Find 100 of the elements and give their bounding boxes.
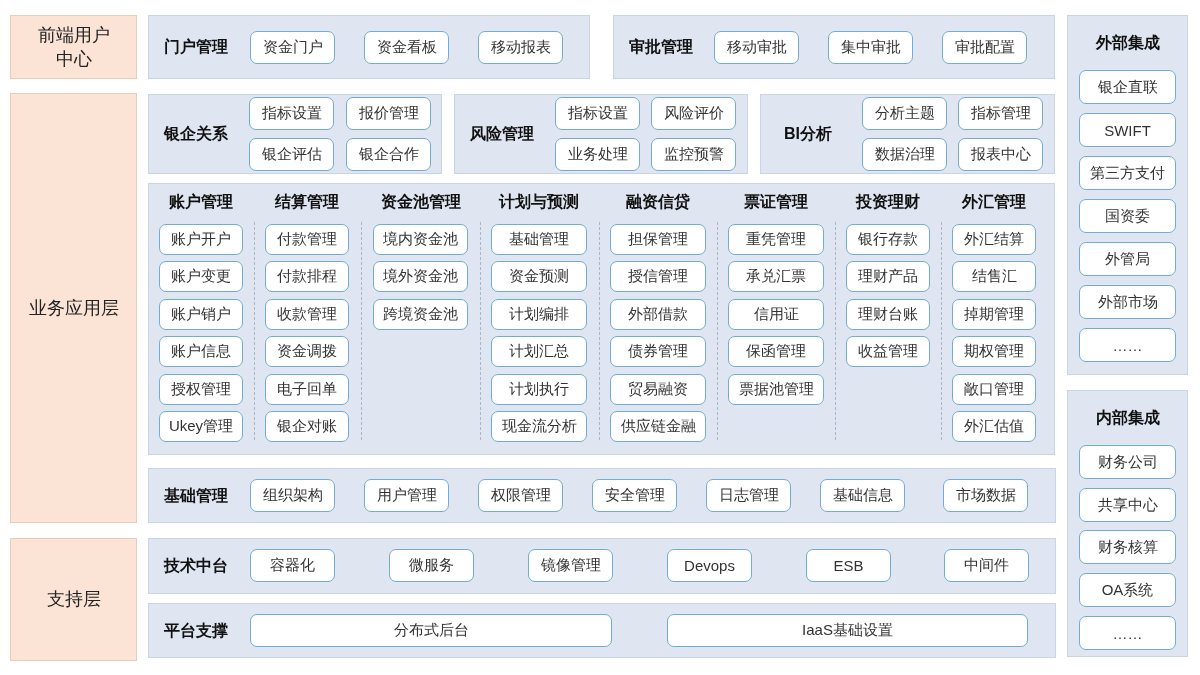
function-box: 权限管理 bbox=[478, 479, 563, 512]
function-box: 用户管理 bbox=[364, 479, 449, 512]
function-box: 外管局 bbox=[1079, 242, 1176, 276]
function-box: 报价管理 bbox=[346, 97, 431, 130]
function-box: 外汇结算 bbox=[952, 224, 1036, 255]
panel-heading: 风险管理 bbox=[470, 124, 534, 144]
panel-heading: 外部集成 bbox=[1095, 33, 1160, 53]
function-box: 收款管理 bbox=[265, 299, 349, 330]
module-panel bbox=[148, 15, 590, 79]
function-box: 国资委 bbox=[1079, 199, 1176, 233]
function-box: …… bbox=[1079, 616, 1176, 650]
module-panel bbox=[454, 94, 748, 174]
function-box: 市场数据 bbox=[943, 479, 1028, 512]
function-box: 境外资金池 bbox=[373, 261, 468, 292]
module-panel bbox=[148, 538, 1056, 594]
function-box: 电子回单 bbox=[265, 374, 349, 405]
function-box: 分析主题 bbox=[862, 97, 947, 130]
function-box: 授信管理 bbox=[610, 261, 706, 292]
function-box: 境内资金池 bbox=[373, 224, 468, 255]
panel-heading: 门户管理 bbox=[164, 37, 228, 57]
function-box: 付款管理 bbox=[265, 224, 349, 255]
function-box: 中间件 bbox=[944, 549, 1029, 582]
function-box: 外汇估值 bbox=[952, 411, 1036, 442]
function-box: 集中审批 bbox=[828, 31, 913, 64]
function-box: 风险评价 bbox=[651, 97, 736, 130]
column-heading: 外汇管理 bbox=[962, 192, 1026, 212]
function-box: 跨境资金池 bbox=[373, 299, 468, 330]
function-box: …… bbox=[1079, 328, 1176, 362]
function-box: 现金流分析 bbox=[491, 411, 587, 442]
function-box: 银企直联 bbox=[1079, 70, 1176, 104]
function-box: 信用证 bbox=[728, 299, 824, 330]
function-box: Ukey管理 bbox=[159, 411, 243, 442]
module-panel bbox=[1067, 390, 1188, 657]
module-panel bbox=[760, 94, 1055, 174]
function-box: 结售汇 bbox=[952, 261, 1036, 292]
function-box: 外部市场 bbox=[1079, 285, 1176, 319]
function-box: 基础信息 bbox=[820, 479, 905, 512]
function-box: 基础管理 bbox=[491, 224, 587, 255]
function-box: 账户信息 bbox=[159, 336, 243, 367]
function-box: 指标设置 bbox=[555, 97, 640, 130]
function-box: 业务处理 bbox=[555, 138, 640, 171]
function-box: 财务公司 bbox=[1079, 445, 1176, 479]
panel-heading: 内部集成 bbox=[1095, 408, 1160, 428]
panel-heading: 审批管理 bbox=[629, 37, 693, 57]
function-box: 镜像管理 bbox=[528, 549, 613, 582]
function-box: 资金调拨 bbox=[265, 336, 349, 367]
column-heading: 票证管理 bbox=[744, 192, 808, 212]
function-box: 账户销户 bbox=[159, 299, 243, 330]
function-box: 敞口管理 bbox=[952, 374, 1036, 405]
function-box: 财务核算 bbox=[1079, 530, 1176, 564]
function-box: 票据池管理 bbox=[728, 374, 824, 405]
panel-heading: 银企关系 bbox=[164, 124, 228, 144]
function-box: 银企评估 bbox=[249, 138, 334, 171]
function-box: 授权管理 bbox=[159, 374, 243, 405]
function-box: 贸易融资 bbox=[610, 374, 706, 405]
function-box: 数据治理 bbox=[862, 138, 947, 171]
function-box: 日志管理 bbox=[706, 479, 791, 512]
function-box: 审批配置 bbox=[942, 31, 1027, 64]
column-heading: 结算管理 bbox=[275, 192, 339, 212]
function-box: ESB bbox=[806, 549, 891, 582]
function-box: 报表中心 bbox=[958, 138, 1043, 171]
function-box: 供应链金融 bbox=[610, 411, 706, 442]
function-box: 组织架构 bbox=[250, 479, 335, 512]
function-box: 容器化 bbox=[250, 549, 335, 582]
function-box: 计划汇总 bbox=[491, 336, 587, 367]
function-box: 资金门户 bbox=[250, 31, 335, 64]
function-box: 账户开户 bbox=[159, 224, 243, 255]
function-box: 计划执行 bbox=[491, 374, 587, 405]
function-box: 第三方支付 bbox=[1079, 156, 1176, 190]
function-box: 承兑汇票 bbox=[728, 261, 824, 292]
column-heading: 计划与预测 bbox=[499, 192, 579, 212]
layer-label-box: 支持层 bbox=[10, 538, 137, 661]
function-box: 理财产品 bbox=[846, 261, 930, 292]
function-box: 收益管理 bbox=[846, 336, 930, 367]
function-box: 外部借款 bbox=[610, 299, 706, 330]
panel-heading: BI分析 bbox=[784, 124, 832, 144]
column-heading: 账户管理 bbox=[169, 192, 233, 212]
function-box: 移动审批 bbox=[714, 31, 799, 64]
function-box: 重凭管理 bbox=[728, 224, 824, 255]
module-panel bbox=[613, 15, 1055, 79]
layer-label-box: 业务应用层 bbox=[10, 93, 137, 523]
function-box: 分布式后台 bbox=[250, 614, 612, 647]
function-box: SWIFT bbox=[1079, 113, 1176, 147]
function-box: OA系统 bbox=[1079, 573, 1176, 607]
function-box: IaaS基础设置 bbox=[667, 614, 1028, 647]
module-panel bbox=[1067, 15, 1188, 375]
function-box: 微服务 bbox=[389, 549, 474, 582]
function-box: 保函管理 bbox=[728, 336, 824, 367]
function-box: 账户变更 bbox=[159, 261, 243, 292]
function-box: 掉期管理 bbox=[952, 299, 1036, 330]
function-box: Devops bbox=[667, 549, 752, 582]
layer-label-box: 前端用户中心 bbox=[10, 15, 137, 79]
panel-heading: 基础管理 bbox=[164, 485, 228, 506]
module-panel bbox=[148, 468, 1056, 523]
function-box: 理财台账 bbox=[846, 299, 930, 330]
column-heading: 投资理财 bbox=[856, 192, 920, 212]
function-box: 银企合作 bbox=[346, 138, 431, 171]
function-box: 安全管理 bbox=[592, 479, 677, 512]
function-box: 监控预警 bbox=[651, 138, 736, 171]
function-box: 资金预测 bbox=[491, 261, 587, 292]
